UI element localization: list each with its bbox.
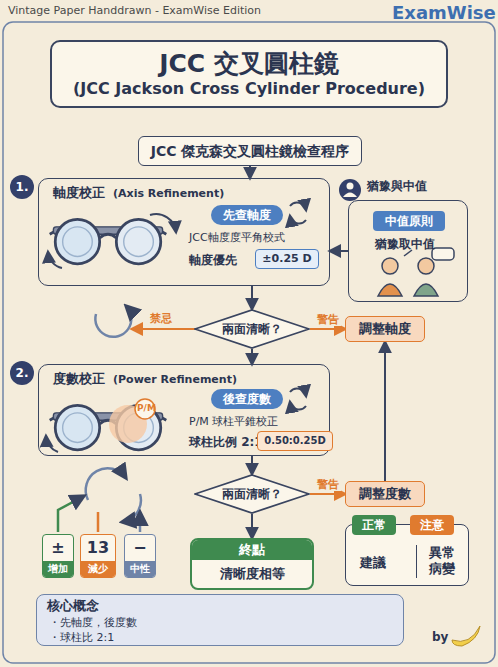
node-text: 0.50:0.25D [264,435,326,447]
node-text: 中值原則 [385,214,433,228]
free-label: Vintage Paper Handdrawn - ExamWise Editi… [8,4,261,17]
node-text: 軸度校正 [53,185,105,201]
end-box: 終點清晰度相等 [190,538,314,590]
node-text: 核心概念 [47,598,99,614]
adjust-box: 調整度數 [345,481,425,507]
node-text: ・先軸度，後度數 [49,616,137,629]
node-text: 增加 [43,561,73,577]
people-illustration [378,248,454,296]
title-box: JCC 交叉圓柱鏡(JCC Jackson Cross Cylinder Pro… [50,40,448,108]
connector [251,349,253,364]
node-text: 異常 病變 [416,545,457,578]
node-text: 兩面清晰？ [222,322,282,336]
node-text: 調整軸度 [359,321,411,337]
sync-icon [290,202,306,409]
node-text: 建議 [360,555,386,571]
status-pill: 注意 [410,515,454,535]
node-text: 猶豫與中值 [367,179,427,193]
node-text: − [125,535,155,561]
node-text: 2. [10,361,34,385]
node-text: 減少 [81,561,115,577]
node-text: JCC 傑克森交叉圓柱鏡檢查程序 [151,143,350,160]
value-box: ±0.25 D [255,249,319,269]
free-label: 禁忌 [148,312,174,325]
connector [330,250,348,252]
status-pill: 正常 [352,515,396,535]
rotate-arrow [48,252,62,268]
node-text: ± [43,535,73,561]
diamond-shape [195,475,309,513]
node-text: JCC軸度度平角校式 [189,231,285,244]
node-text: 軸度優先 [189,253,237,267]
adjust-box: 調整軸度 [345,316,425,342]
node-text: 終點 [192,540,312,560]
change-box: ±增加 [42,534,74,578]
connector [251,514,253,538]
edge-label: 警告 [315,313,341,326]
free-label: ExamWise [392,2,496,24]
connector [310,493,345,495]
node-text: 度數校正 [53,371,105,387]
principle-pill: 中值原則 [373,211,445,231]
step-panel: 2.度數校正(Power Refinement)P/M 球柱平錐校正球柱比例 2… [38,364,330,456]
heading-badge [339,179,361,201]
step-pill: 先查軸度 [211,205,283,225]
node-text: 兩面清晰？ [222,487,282,501]
node-text: 13 [81,535,115,561]
node-text: ±0.25 D [262,252,311,265]
node-text: P/M 球柱平錐校正 [189,415,278,428]
process-box: JCC 傑克森交叉圓柱鏡檢查程序 [138,136,362,166]
node-text: 先查軸度 [223,208,271,222]
pm-dot [135,399,155,419]
free-label: P/M [137,403,156,414]
change-cycle [58,468,141,532]
cycle-loop [95,306,131,337]
connector [249,166,251,178]
contraindication-arrow [132,328,198,330]
rotate-arrow [150,214,176,232]
decision-diamond: 兩面清晰？ [194,474,310,514]
diamond-shape [195,310,309,348]
node-text: 1. [10,175,34,199]
step-pill: 後查度數 [211,389,283,409]
step-panel: 1.軸度校正(Axis Refinement)JCC軸度度平角校式軸度優先先查軸… [38,178,330,286]
status-box: 建議異常 病變正常注意 [345,524,469,586]
concept-panel: 核心概念・先軸度，後度數・球柱比 2:1 [36,594,404,646]
connector [251,286,253,309]
node-text: 後查度數 [223,392,271,406]
trial-frame-1 [50,219,167,263]
change-box: −中性 [124,534,156,578]
page-frame [3,22,495,663]
node-text: ・球柱比 2:1 [49,631,114,644]
node-text: (Axis Refinement) [113,187,224,200]
node-text: 清晰度相等 [192,560,312,588]
rotate-arrow [46,436,58,452]
node-text: 正常 [362,518,386,532]
connector [310,328,345,330]
free-label: by [432,630,448,644]
node-text: (Power Refinement) [113,373,237,386]
node-text: 球柱比例 2:1 [189,435,263,449]
banana-icon [452,626,480,646]
node-text: 中性 [125,561,155,577]
heading-badge-body [343,193,357,198]
node-text: 注意 [420,518,444,532]
note-panel: 猶豫與中值猶豫取中值中值原則 [348,200,468,302]
decision-diamond: 兩面清晰？ [194,309,310,349]
node-text: 調整度數 [359,486,411,502]
value-box: 0.50:0.25D [257,431,333,451]
node-text: JCC 交叉圓柱鏡 [159,49,339,79]
edge-label: 警告 [315,478,341,491]
connector [251,456,253,474]
change-box: 13減少 [80,534,116,578]
node-text: (JCC Jackson Cross Cylinder Procedure) [73,79,425,98]
heading-badge-head [347,183,354,190]
node-text: 猶豫取中值 [375,237,435,251]
connector [384,342,386,481]
